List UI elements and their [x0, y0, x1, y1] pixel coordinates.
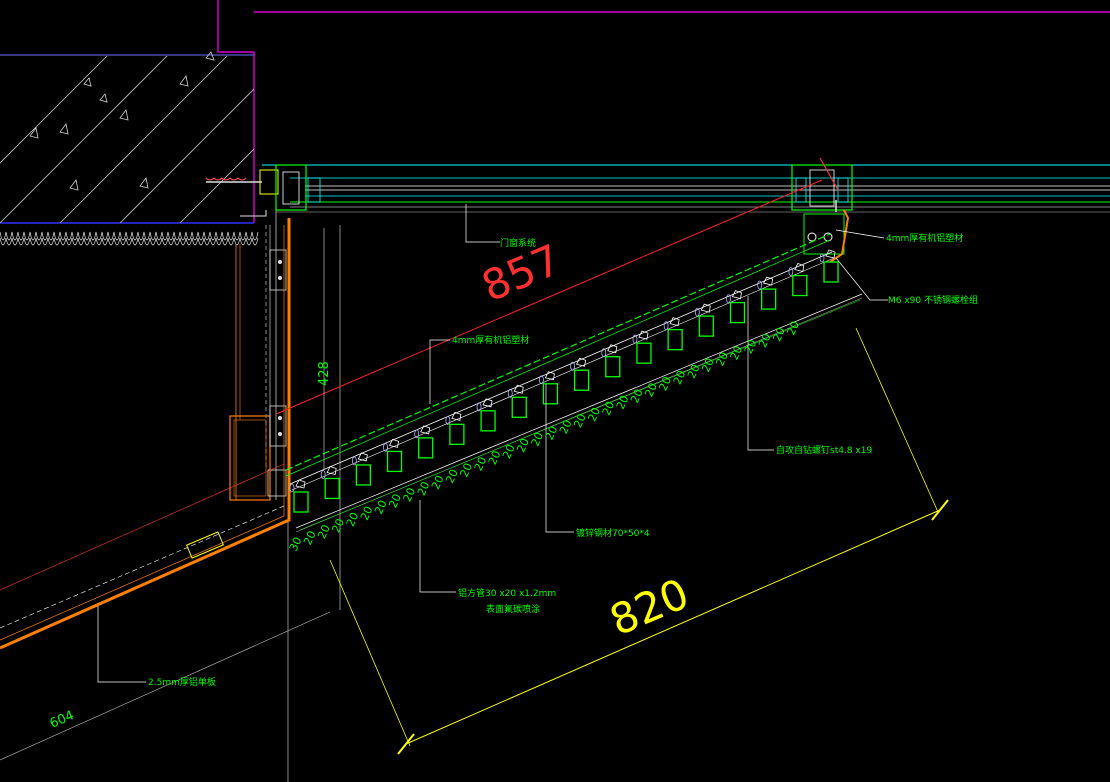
fin-dimension-label: 20: [543, 424, 561, 442]
fin-dimension-label: 20: [457, 461, 475, 479]
louver-assembly: [275, 179, 863, 533]
dim-604: 604: [48, 708, 77, 732]
louver-fin: [663, 317, 683, 351]
fin-dimension-label: 20: [756, 332, 774, 350]
fin-dimension-label: 20: [529, 430, 547, 448]
louver-fin: [570, 357, 590, 391]
fin-dimension-label: 20: [415, 480, 433, 498]
fin-dimension-label: 20: [514, 436, 532, 454]
dim-857: 857: [475, 235, 568, 311]
door-window-system: [262, 157, 1110, 263]
louver-fin: [788, 263, 808, 297]
fin-dimension-label: 20: [685, 362, 703, 380]
label-plastic-mid: 4mm厚有机铝塑材: [452, 334, 529, 346]
louver-fin: [414, 425, 434, 459]
label-steel-angle: 镀锌钢材70*50*4: [576, 527, 650, 539]
fin-dimension-label: 20: [614, 393, 632, 411]
label-alu-plate: 2.5mm厚铝单板: [148, 676, 216, 688]
dimension-texts: 857 428 820 604 302020202020202020202020…: [48, 235, 802, 732]
fin-dimension-label: 20: [500, 443, 518, 461]
louver-fin: [819, 249, 839, 283]
fin-dimension-label: 20: [628, 387, 646, 405]
vertical-frame: [205, 169, 341, 782]
dimension-lines: [299, 228, 949, 755]
insulation-layer: [0, 231, 259, 246]
louver-fin: [757, 276, 777, 310]
fin-dimension-label: 20: [315, 523, 333, 541]
fin-dimension-label: 20: [742, 338, 760, 356]
fin-dimension-label: 20: [401, 486, 419, 504]
fin-dimension-label: 20: [486, 449, 504, 467]
fin-dimension-label: 20: [571, 412, 589, 430]
fin-dimension-label: 20: [671, 369, 689, 387]
fin-dimension-label: 20: [785, 319, 803, 337]
fin-dimension-label: 20: [372, 498, 390, 516]
fin-dimension-label: 20: [713, 350, 731, 368]
louver-fin: [383, 438, 403, 473]
fin-dimension-label: 20: [699, 356, 717, 374]
dim-820: 820: [603, 569, 696, 645]
fin-dimension-label: 20: [657, 375, 675, 393]
label-alu-tube-finish: 表面氟碳喷涂: [486, 603, 540, 615]
label-door-system: 门窗系统: [500, 237, 536, 249]
fin-dimension-label: 20: [770, 325, 788, 343]
fin-dimension-label: 20: [386, 492, 404, 510]
fin-dimension-label: 20: [642, 381, 660, 399]
fin-dimension-label: 20: [728, 344, 746, 362]
louver-fin: [601, 344, 621, 378]
fin-dimension-label: 20: [557, 418, 575, 436]
fin-dimension-label: 20: [443, 467, 461, 485]
louver-fin: [445, 411, 465, 446]
dim-428: 428: [317, 361, 332, 386]
fin-dimension-label: 20: [429, 473, 447, 491]
louver-fin: [289, 479, 309, 513]
louver-fin: [632, 330, 652, 364]
fin-dimension-label: 20: [600, 399, 618, 417]
leader-lines: [97, 204, 888, 683]
label-bolt: M6 x90 不锈钢螺栓组: [888, 294, 978, 306]
frame-lines: [0, 0, 1110, 224]
fin-dimension-label: 20: [330, 517, 348, 535]
label-alu-tube: 铝方管30 x20 x1.2mm: [458, 587, 556, 599]
fin-dimension-label: 20: [585, 406, 603, 424]
louver-fin: [694, 303, 714, 337]
fin-dimension-label: 30: [287, 535, 305, 553]
fin-dimension-label: 20: [358, 504, 376, 522]
fin-dimension-label: 20: [472, 455, 490, 473]
louver-fin: [539, 371, 559, 405]
aluminum-panel: [0, 218, 331, 761]
louver-fin: [507, 384, 527, 418]
fin-dimension-label: 20: [344, 510, 362, 528]
label-plastic-top: 4mm厚有机铝塑材: [886, 232, 963, 244]
louver-fin: [726, 290, 746, 324]
annotations: 门窗系统 4mm厚有机铝塑材 M6 x90 不锈钢螺栓组 4mm厚有机铝塑材 自…: [148, 232, 978, 688]
fin-dimension-label: 20: [301, 529, 319, 547]
louver-fin: [351, 452, 372, 486]
label-screw: 自攻自钻螺钉st4.8 x19: [776, 444, 872, 456]
louver-fin: [476, 398, 496, 432]
louver-fin: [320, 465, 340, 500]
concrete-wall: [0, 51, 254, 223]
